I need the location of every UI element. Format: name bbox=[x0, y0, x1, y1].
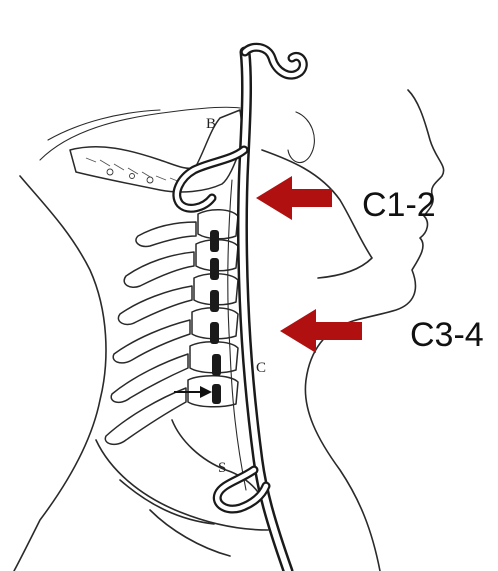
occipital-bone bbox=[70, 110, 244, 192]
label-s: S bbox=[218, 460, 226, 476]
label-c: C bbox=[256, 360, 266, 376]
mandible-outline bbox=[262, 150, 372, 278]
c3-4-arrow bbox=[280, 309, 362, 353]
c1-2-label: C1-2 bbox=[362, 188, 436, 222]
clavicle-outline bbox=[120, 480, 230, 556]
c3-4-label: C3-4 bbox=[410, 318, 484, 352]
ear-outline bbox=[288, 112, 314, 163]
neck-back-outline bbox=[14, 176, 106, 571]
spinous-processes bbox=[105, 222, 196, 444]
c1-2-arrow bbox=[256, 176, 332, 220]
label-b: B bbox=[206, 116, 216, 132]
